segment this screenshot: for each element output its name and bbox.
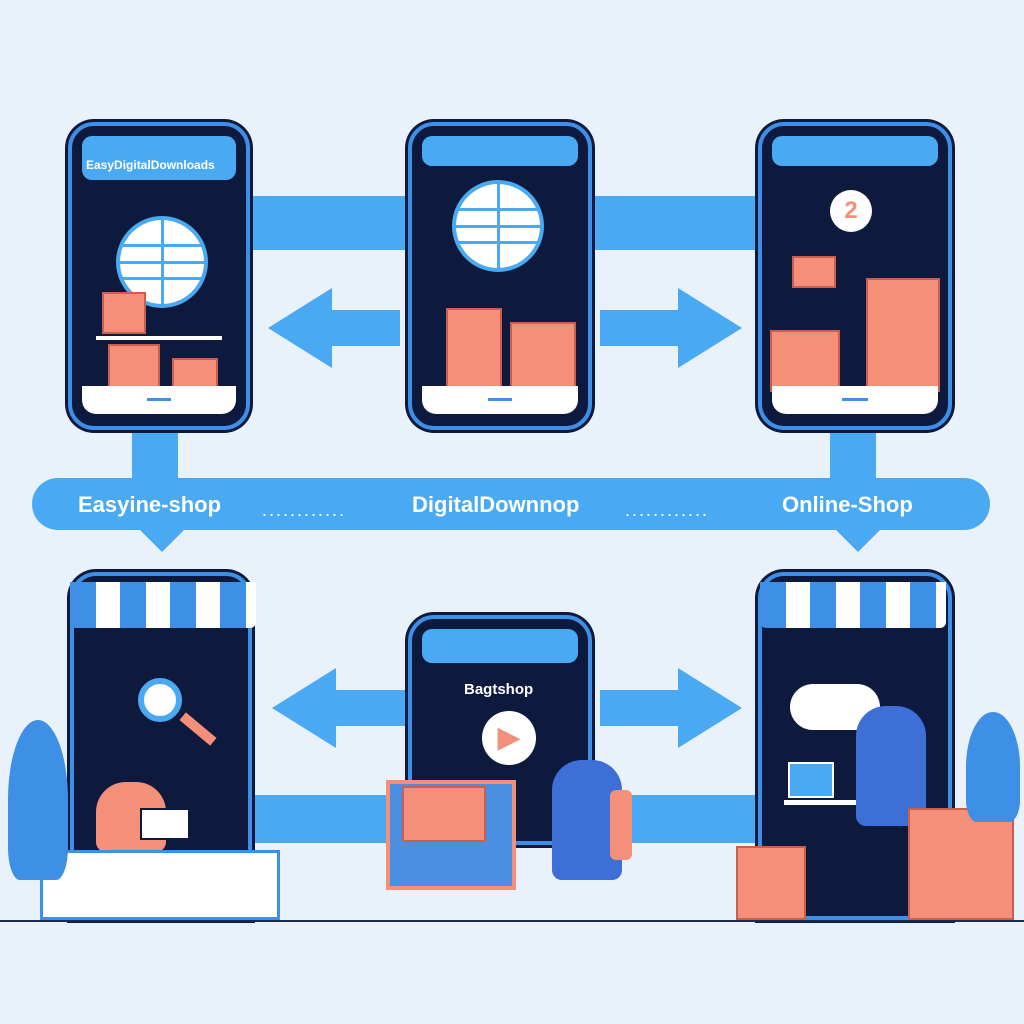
arrow-right-shaft <box>600 310 680 346</box>
arrow-right-shaft <box>600 690 680 726</box>
arrow-right-icon <box>678 668 742 748</box>
phone-online-shop: 2 <box>758 122 952 430</box>
ground-line <box>0 920 1024 922</box>
package-icon <box>770 330 840 392</box>
package-stack <box>908 808 1014 920</box>
gift-box-icon <box>866 278 940 392</box>
gift-box-icon <box>446 308 502 392</box>
chair <box>610 790 632 860</box>
store-label-digital: DigitalDownnop <box>412 492 580 517</box>
header-title: EasyDigitalDownloads <box>86 158 215 172</box>
arrow-left-icon <box>272 668 336 748</box>
steps <box>40 850 280 920</box>
store-awning <box>760 582 946 628</box>
package-icon <box>792 256 836 288</box>
banner-pointer-right <box>836 530 880 552</box>
dotted-separator: ............ <box>625 500 710 520</box>
laptop-icon <box>788 762 834 798</box>
gift-box-icon <box>510 322 576 392</box>
arrow-left-icon <box>268 288 332 368</box>
stores-banner <box>32 478 990 530</box>
package-icon <box>108 344 160 390</box>
worker-person <box>856 706 926 826</box>
gift-box-icon <box>402 786 486 842</box>
phone-header <box>422 629 578 663</box>
phone-digital-downloads <box>408 122 592 430</box>
globe-icon <box>452 180 544 272</box>
app-title: Bagtshop <box>464 681 534 698</box>
phone-header <box>422 136 578 166</box>
home-bar <box>422 386 578 414</box>
package-stack <box>736 846 806 920</box>
home-bar <box>82 386 236 414</box>
phone-header: EasyDigitalDownloads <box>82 136 236 180</box>
package-icon <box>102 292 146 334</box>
table <box>96 336 222 340</box>
plant-right <box>966 712 1020 822</box>
store-awning <box>70 582 256 628</box>
phone-easy-digital-downloads: EasyDigitalDownloads <box>68 122 250 430</box>
play-logo-icon: ▶ <box>482 711 536 765</box>
home-bar <box>772 386 938 414</box>
desk <box>784 800 894 805</box>
plant-left <box>8 720 68 880</box>
store-label-online: Online-Shop <box>782 492 913 517</box>
arrow-right-icon <box>678 288 742 368</box>
globe-icon <box>116 216 208 308</box>
notification-badge: 2 <box>830 190 872 232</box>
arrow-left-shaft <box>335 690 405 726</box>
dotted-separator: ............ <box>262 500 347 520</box>
magnifier-icon <box>138 678 182 722</box>
phone-header <box>772 136 938 166</box>
laptop-icon <box>140 808 190 840</box>
arrow-left-shaft <box>330 310 400 346</box>
store-label-easyine: Easyine-shop <box>78 492 222 517</box>
banner-pointer-left <box>140 530 184 552</box>
